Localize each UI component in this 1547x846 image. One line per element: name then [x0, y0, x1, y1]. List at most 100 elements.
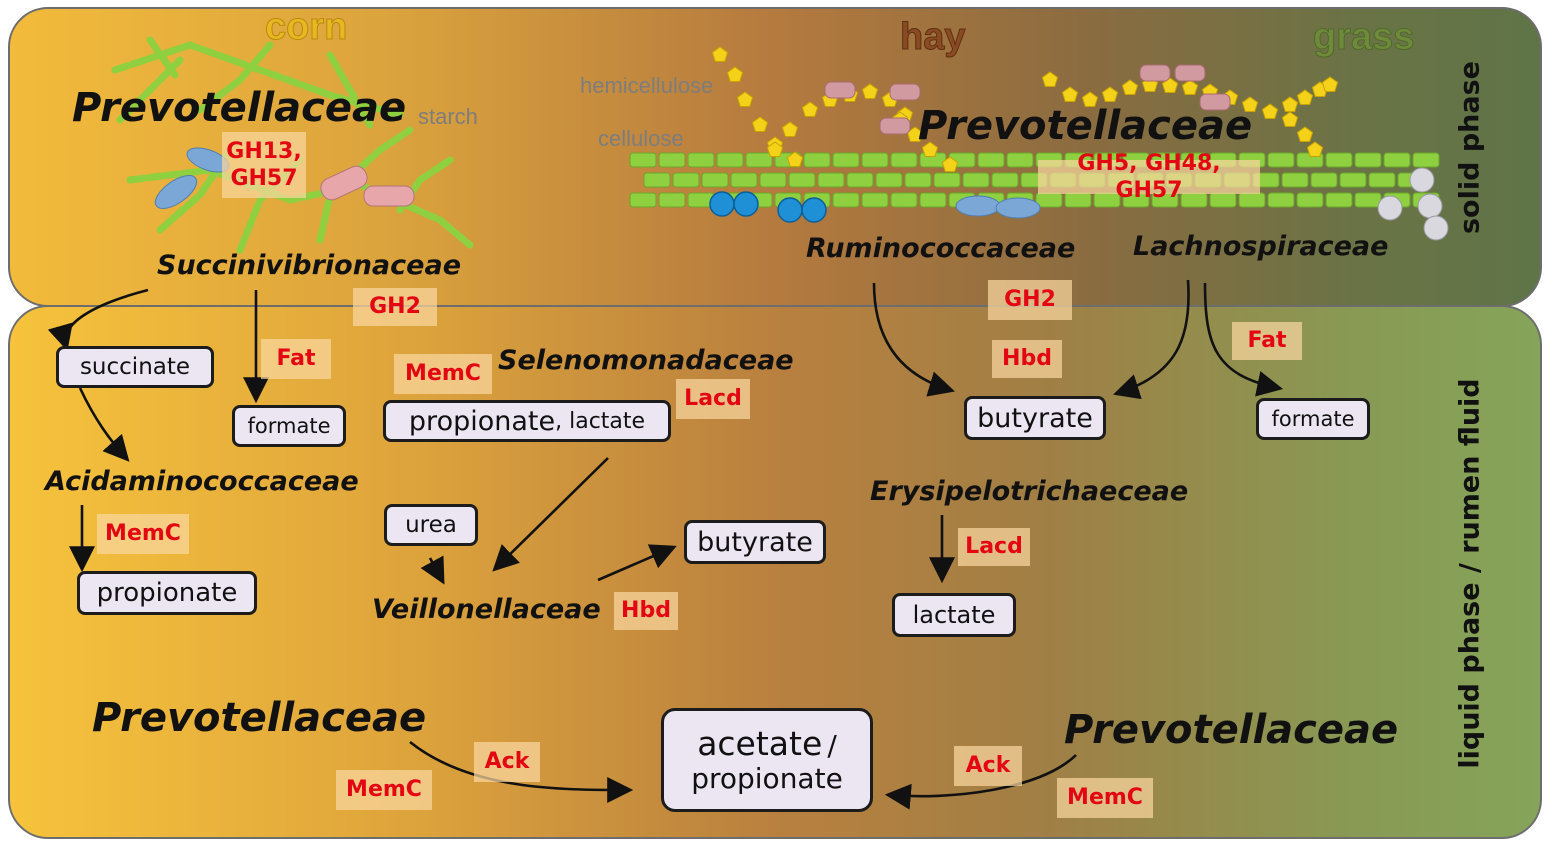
enzyme-lacd-selen: Lacd: [676, 379, 750, 419]
cellulose-segment: [1310, 172, 1338, 188]
bacterium-rod-icon: [154, 175, 198, 209]
arrow-icon: [872, 282, 955, 397]
family-ruminococcaceae: Ruminococcaceae: [806, 233, 1076, 264]
cellulose-segment: [933, 172, 961, 188]
cellulose-segment: [629, 152, 657, 168]
metabolite-propionate-lactate: propionate, lactate: [383, 400, 671, 442]
xylose-pentagon: [1241, 96, 1259, 112]
cellulose-segment: [991, 172, 1019, 188]
bacterium-rod-icon: [955, 195, 1001, 217]
cellulose-segment: [1267, 192, 1295, 208]
enzyme-gh5-gh48-gh57: GH5, GH48, GH57: [1038, 151, 1260, 203]
cellulose-segment: [861, 192, 889, 208]
family-lachnospiraceae: Lachnospiraceae: [1133, 231, 1389, 262]
xylose-pentagon: [1041, 71, 1059, 87]
metabolite-propionate-center-text: propionate: [691, 761, 843, 795]
cellulose-segment: [1412, 152, 1440, 168]
metabolite-formate-left-text: formate: [247, 414, 331, 438]
hemicellulose-chains: [711, 46, 1339, 172]
enzyme-gh2-right: GH2: [988, 280, 1072, 320]
metabolite-acetate-text: acetate: [697, 723, 823, 763]
cellulose-segment: [1354, 152, 1382, 168]
metabolite-propionate-text: propionate: [408, 405, 556, 437]
coccus-icon: [1409, 167, 1435, 193]
enzyme-hbd-right: Hbd: [992, 340, 1062, 378]
coccus-icon: [1377, 195, 1403, 221]
xylose-pentagon: [786, 151, 804, 167]
liquid-phase-label: liquid phase / rumen fluid: [1454, 378, 1486, 769]
metabolite-lactate-suffix: , lactate: [555, 408, 646, 434]
food-corn-label: corn: [264, 6, 348, 48]
enzyme-memc-selen: MemC: [394, 354, 492, 394]
xylose-pentagon: [1181, 79, 1199, 95]
xylose-pentagon: [766, 141, 784, 157]
xylose-pentagon: [1081, 91, 1099, 107]
metabolite-formate-right-text: formate: [1271, 407, 1355, 431]
cellulose-segment: [701, 172, 729, 188]
bacteria: [154, 147, 1449, 241]
cellulose-segment: [890, 192, 918, 208]
xylose-pentagon: [941, 156, 959, 172]
cellulose-segment: [759, 172, 787, 188]
cellulose-segment: [832, 192, 860, 208]
cellulose-segment: [1383, 152, 1411, 168]
family-prevotellaceae-liquid-left: Prevotellaceae: [92, 695, 427, 741]
cellulose-segment: [788, 172, 816, 188]
enzyme-memc-left: MemC: [336, 770, 432, 810]
cellulose-segment: [1325, 192, 1353, 208]
metabolite-propionate-acid-text: propionate: [96, 578, 238, 608]
cellulose-segment: [962, 172, 990, 188]
family-prevotellaceae-liquid-right: Prevotellaceae: [1064, 707, 1399, 753]
cellulose-segment: [904, 172, 932, 188]
arrow-icon: [492, 457, 609, 572]
metabolite-urea: urea: [384, 504, 478, 546]
arrow-icon: [420, 555, 445, 585]
metabolite-urea-text: urea: [405, 512, 457, 538]
enzyme-ack-left: Ack: [474, 742, 540, 782]
enzyme-fat-right: Fat: [1232, 322, 1302, 360]
enzyme-gh2-left: GH2: [353, 288, 437, 326]
arrows: [47, 279, 1284, 810]
arrow-icon: [409, 740, 634, 803]
xylose-pentagon: [1101, 86, 1119, 102]
metabolite-lactate-erys-text: lactate: [912, 601, 996, 629]
family-veillonellaceae: Veillonellaceae: [372, 594, 601, 625]
cellulose-segment: [1325, 152, 1353, 168]
arabinose-block: [1139, 64, 1171, 82]
hemicellulose-label: hemicellulose: [580, 73, 714, 98]
enzyme-memc-right: MemC: [1057, 778, 1153, 818]
arrow-icon: [47, 288, 149, 352]
cellulose-segment: [817, 172, 845, 188]
cellulose-segment: [1281, 172, 1309, 188]
coccus-icon: [1417, 193, 1443, 219]
xylose-pentagon: [1296, 89, 1314, 105]
metabolite-lactate-erys: lactate: [892, 593, 1016, 637]
cellulose-segment: [716, 152, 744, 168]
metabolite-separator: /: [827, 728, 837, 762]
coccus-icon: [1423, 215, 1449, 241]
cellulose-segment: [1006, 152, 1034, 168]
xylose-pentagon: [1261, 103, 1279, 119]
arrow-icon: [1203, 282, 1284, 397]
family-succinivibrionaceae: Succinivibrionaceae: [157, 250, 462, 281]
enzyme-hbd-veil: Hbd: [614, 592, 678, 630]
cellulose-segment: [1368, 172, 1396, 188]
enzyme-fat-left: Fat: [261, 339, 331, 379]
arabinose-block: [879, 117, 911, 135]
cellulose-segment: [745, 152, 773, 168]
arrow-icon: [884, 754, 1077, 810]
metabolite-formate-right: formate: [1256, 398, 1370, 440]
metabolite-formate-left: formate: [232, 405, 346, 447]
cellulose-segment: [658, 192, 686, 208]
cellulose-segment: [1296, 192, 1324, 208]
xylose-pentagon: [781, 121, 799, 137]
metabolite-butyrate-veil-text: butyrate: [697, 526, 813, 558]
bacterium-rod-icon: [363, 185, 415, 207]
xylose-pentagon: [736, 91, 754, 107]
xylose-pentagon: [1161, 77, 1179, 93]
cellulose-segment: [977, 152, 1005, 168]
family-prevotellaceae-starch: Prevotellaceae: [72, 85, 407, 131]
arrow-icon: [78, 387, 130, 462]
cellulose-segment: [861, 152, 889, 168]
bacterium-rod-icon: [995, 197, 1041, 219]
